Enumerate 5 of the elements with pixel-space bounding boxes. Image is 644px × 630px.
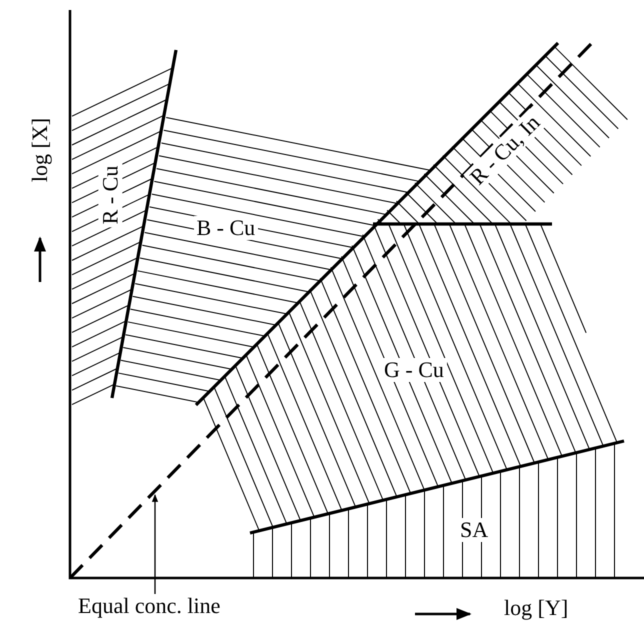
region-label: B - Cu (194, 216, 258, 240)
region-label: G - Cu (381, 358, 447, 382)
line-label: Equal conc. line (75, 594, 224, 618)
region-label: R - Cu (98, 162, 122, 228)
leader-line (152, 494, 158, 594)
